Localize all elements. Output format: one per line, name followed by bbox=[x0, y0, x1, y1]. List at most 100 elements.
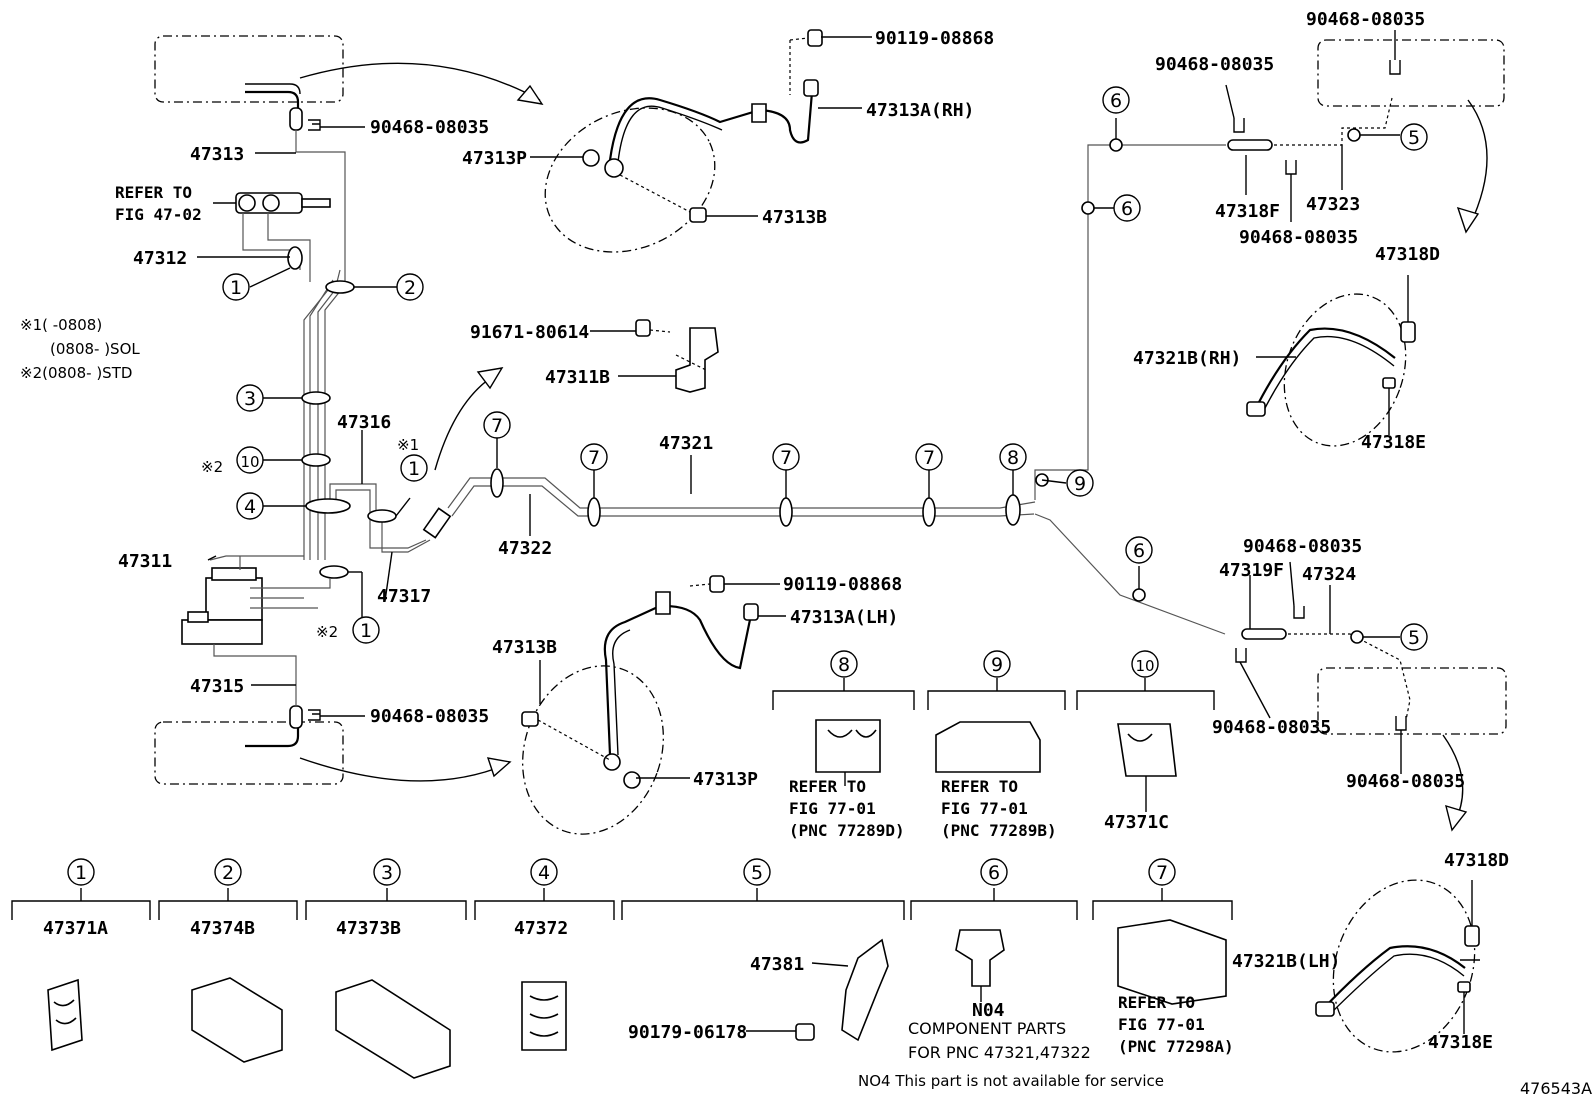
clip-6 bbox=[1132, 588, 1146, 602]
clip-5 bbox=[1350, 630, 1364, 644]
callout-7: 7 bbox=[491, 415, 503, 437]
union-47318D bbox=[1400, 321, 1416, 343]
rear-wheel-box-bottom bbox=[1317, 667, 1507, 735]
label-47313A-LH: 47313A(LH) bbox=[790, 607, 898, 628]
label-47321: 47321 bbox=[659, 433, 713, 454]
callout-3: 3 bbox=[244, 388, 256, 410]
clamp-part-7 bbox=[1117, 919, 1227, 1005]
abs-actuator-top bbox=[211, 567, 257, 581]
clamp-3 bbox=[301, 391, 331, 405]
banjo-fitting bbox=[604, 158, 624, 178]
clamp-7-b bbox=[587, 497, 601, 527]
callout-4: 4 bbox=[538, 862, 550, 884]
callout-3: 3 bbox=[381, 862, 393, 884]
label-90468-08035: 90468-08035 bbox=[1212, 717, 1331, 738]
front-lh-hose bbox=[245, 712, 300, 748]
banjo-fitting bbox=[623, 771, 641, 789]
label-pnc-77289b: (PNC 77289B) bbox=[941, 821, 1057, 840]
bracket-47311B bbox=[675, 327, 719, 393]
label-47318E: 47318E bbox=[1428, 1032, 1493, 1053]
mc-rod bbox=[301, 198, 331, 208]
label-90468-08035: 90468-08035 bbox=[1243, 536, 1362, 557]
label-47311B: 47311B bbox=[545, 367, 610, 388]
arrow-head bbox=[1445, 804, 1468, 832]
bracket-callout-6 bbox=[910, 900, 1078, 920]
pipe-47316 bbox=[329, 483, 377, 516]
abs-lines bbox=[209, 555, 331, 609]
hose-end-fitting bbox=[1315, 1001, 1335, 1017]
callout-1: 1 bbox=[75, 862, 87, 884]
front-rh-hose-inner bbox=[245, 83, 301, 95]
label-fig-77-01: FIG 77-01 bbox=[1118, 1015, 1205, 1034]
callout-6: 6 bbox=[1110, 90, 1122, 112]
label-47317: 47317 bbox=[377, 586, 431, 607]
label-90119-08868: 90119-08868 bbox=[875, 28, 994, 49]
fitting-lh bbox=[655, 591, 671, 615]
bolt-91671 bbox=[635, 319, 651, 337]
clamp-8 bbox=[1005, 494, 1021, 526]
callout-numbers: 1 2 3 10 4 1 1 7 7 7 7 8 9 6 6 6 5 5 8 9… bbox=[75, 90, 1420, 884]
callout-1: 1 bbox=[230, 277, 242, 299]
clip-90468-icon bbox=[308, 709, 321, 721]
union-47318D-lh bbox=[1464, 925, 1480, 947]
clip-90468-icon bbox=[1233, 118, 1245, 133]
label-47372: 47372 bbox=[514, 918, 568, 939]
hose-47319F bbox=[1241, 628, 1287, 640]
front-wheel-box-bottom bbox=[154, 721, 344, 785]
callout-5: 5 bbox=[1408, 627, 1420, 649]
label-fig-77-01: FIG 77-01 bbox=[789, 799, 876, 818]
label-90468-08035: 90468-08035 bbox=[1306, 9, 1425, 30]
label-47318E: 47318E bbox=[1361, 432, 1426, 453]
label-90119-08868: 90119-08868 bbox=[783, 574, 902, 595]
rear-hose-lh bbox=[1321, 945, 1466, 1011]
union-bottom bbox=[289, 705, 303, 729]
main-pipe-bundle bbox=[309, 279, 334, 560]
callout-7: 7 bbox=[1156, 862, 1168, 884]
flex-hose-rh bbox=[608, 91, 814, 161]
label-47313P: 47313P bbox=[462, 148, 527, 169]
bolt-47313B bbox=[689, 207, 707, 223]
arrow-to-rear-rh bbox=[1467, 99, 1488, 226]
label-47313: 47313 bbox=[190, 144, 244, 165]
banjo-fitting bbox=[603, 753, 621, 771]
note-2: ※2(0808- )STD bbox=[20, 364, 132, 382]
pipe-47324 bbox=[1288, 633, 1411, 721]
label-47313B: 47313B bbox=[492, 637, 557, 658]
marker-x2: ※2 bbox=[201, 458, 223, 476]
abs-actuator bbox=[205, 577, 263, 621]
mc-lines bbox=[242, 213, 311, 282]
bracket-47381 bbox=[841, 938, 889, 1042]
label-47313A-RH: 47313A(RH) bbox=[866, 100, 974, 121]
pipe-47321 bbox=[447, 477, 1036, 509]
pipe-47323 bbox=[1274, 97, 1393, 146]
note-1b: (0808- )SOL bbox=[50, 340, 140, 358]
label-refer-to: REFER TO bbox=[1118, 993, 1195, 1012]
label-47321B-RH: 47321B(RH) bbox=[1133, 348, 1241, 369]
label-47373B: 47373B bbox=[336, 918, 401, 939]
clip-90468-icon bbox=[1285, 160, 1297, 175]
flex-hose-lh-inner bbox=[612, 629, 631, 756]
clamp-part-47374B bbox=[191, 977, 283, 1063]
figure-id: 476543A bbox=[1520, 1079, 1592, 1098]
abs-bracket bbox=[181, 619, 263, 645]
bracket-callout-5 bbox=[621, 900, 905, 920]
bleeder-90119-lh bbox=[709, 575, 725, 593]
dashed-link bbox=[619, 174, 691, 213]
callout-1: 1 bbox=[408, 458, 420, 480]
flex-hose-rh-inner bbox=[617, 105, 723, 163]
callout-9: 9 bbox=[991, 654, 1003, 676]
label-refer-to: REFER TO bbox=[941, 777, 1018, 796]
label-47319F: 47319F bbox=[1219, 560, 1284, 581]
callout-7: 7 bbox=[923, 447, 935, 469]
label-90179-06178: 90179-06178 bbox=[628, 1022, 747, 1043]
callout-7: 7 bbox=[780, 447, 792, 469]
front-rh-detail-outline bbox=[544, 107, 716, 253]
main-pipe-bundle bbox=[317, 269, 341, 560]
clip-90468-icon bbox=[1235, 648, 1247, 663]
abs-bracket-top bbox=[187, 611, 209, 623]
fitting-rh bbox=[751, 103, 767, 123]
label-47318D: 47318D bbox=[1375, 244, 1440, 265]
flex-hose-lh bbox=[603, 604, 754, 756]
callout-8: 8 bbox=[838, 654, 850, 676]
label-90468-08035: 90468-08035 bbox=[370, 117, 489, 138]
